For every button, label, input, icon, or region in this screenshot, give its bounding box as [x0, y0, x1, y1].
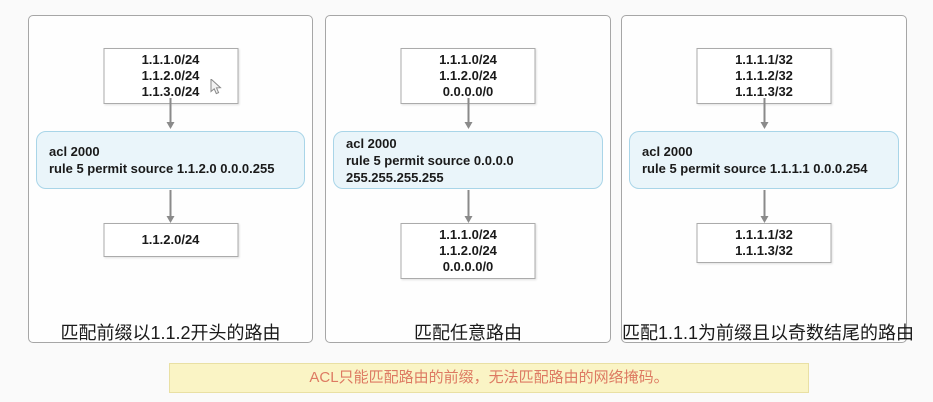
- route-entry: 1.1.3.0/24: [141, 84, 200, 99]
- down-arrow: [166, 98, 175, 129]
- arrow-shaft: [169, 98, 172, 122]
- route-entry: 0.0.0.0/0: [442, 84, 494, 99]
- panel-caption: 匹配1.1.1为前缀且以奇数结尾的路由: [622, 323, 915, 343]
- panel-prefix-match: 1.1.1.0/24 1.1.2.0/24 1.1.3.0/24 acl 200…: [28, 15, 313, 343]
- output-routes-box: 1.1.1.0/24 1.1.2.0/24 0.0.0.0/0: [400, 223, 536, 279]
- panel-caption: 匹配任意路由: [414, 323, 522, 343]
- route-entry: 1.1.2.0/24: [439, 68, 497, 83]
- route-entry: 1.1.1.0/24: [141, 52, 200, 67]
- acl-rule-box: acl 2000 rule 5 permit source 1.1.1.1 0.…: [629, 131, 899, 189]
- acl-rule-box: acl 2000 rule 5 permit source 1.1.2.0 0.…: [36, 131, 305, 189]
- mouse-cursor-icon: [210, 79, 222, 95]
- route-entry: 0.0.0.0/0: [442, 259, 494, 274]
- panel-any-match: 1.1.1.0/24 1.1.2.0/24 0.0.0.0/0 acl 2000…: [325, 15, 611, 343]
- arrow-shaft: [763, 98, 765, 122]
- input-routes-box: 1.1.1.1/32 1.1.1.2/32 1.1.1.3/32: [696, 48, 832, 104]
- route-entry: 1.1.2.0/24: [141, 232, 200, 247]
- panel-caption: 匹配前缀以1.1.2开头的路由: [60, 323, 281, 343]
- arrow-shaft: [467, 190, 469, 216]
- route-entry: 1.1.1.2/32: [735, 68, 793, 83]
- route-entry: 1.1.1.1/32: [735, 227, 793, 242]
- acl-line: acl 2000: [642, 144, 693, 159]
- down-arrow: [464, 98, 473, 129]
- input-routes-box: 1.1.1.0/24 1.1.2.0/24 0.0.0.0/0: [400, 48, 536, 104]
- route-entry: 1.1.2.0/24: [439, 243, 497, 258]
- output-routes-box: 1.1.1.1/32 1.1.1.3/32: [696, 223, 832, 263]
- arrow-head-icon: [166, 122, 175, 129]
- route-entry: 1.1.1.0/24: [439, 52, 497, 67]
- acl-line: acl 2000: [49, 144, 100, 159]
- acl-line: rule 5 permit source 1.1.2.0 0.0.0.255: [49, 161, 275, 176]
- arrow-head-icon: [760, 216, 768, 223]
- route-entry: 1.1.1.1/32: [735, 52, 793, 67]
- panel-odd-match: 1.1.1.1/32 1.1.1.2/32 1.1.1.3/32 acl 200…: [621, 15, 915, 343]
- arrow-shaft: [763, 190, 765, 216]
- acl-line: 255.255.255.255: [346, 169, 444, 185]
- route-entry: 1.1.1.3/32: [735, 84, 793, 99]
- arrow-head-icon: [464, 122, 472, 129]
- arrow-head-icon: [166, 216, 175, 223]
- arrow-head-icon: [464, 216, 472, 223]
- route-entry: 1.1.1.0/24: [439, 227, 497, 242]
- down-arrow: [760, 98, 769, 129]
- acl-line: rule 5 permit source 1.1.1.1 0.0.0.254: [642, 161, 868, 176]
- output-routes-box: 1.1.2.0/24: [103, 223, 238, 257]
- down-arrow: [166, 190, 175, 223]
- route-entry: 1.1.1.3/32: [735, 243, 793, 258]
- down-arrow: [760, 190, 769, 223]
- acl-rule-box: acl 2000 rule 5 permit source 0.0.0.0 25…: [333, 131, 603, 189]
- down-arrow: [464, 190, 473, 223]
- note-banner: ACL只能匹配路由的前缀，无法匹配路由的网络掩码。: [169, 363, 809, 393]
- acl-line: acl 2000: [346, 135, 397, 151]
- acl-line: rule 5 permit source 0.0.0.0: [346, 152, 514, 168]
- arrow-shaft: [169, 190, 172, 216]
- route-entry: 1.1.2.0/24: [141, 68, 200, 83]
- arrow-head-icon: [760, 122, 768, 129]
- arrow-shaft: [467, 98, 469, 122]
- input-routes-box: 1.1.1.0/24 1.1.2.0/24 1.1.3.0/24: [103, 48, 238, 104]
